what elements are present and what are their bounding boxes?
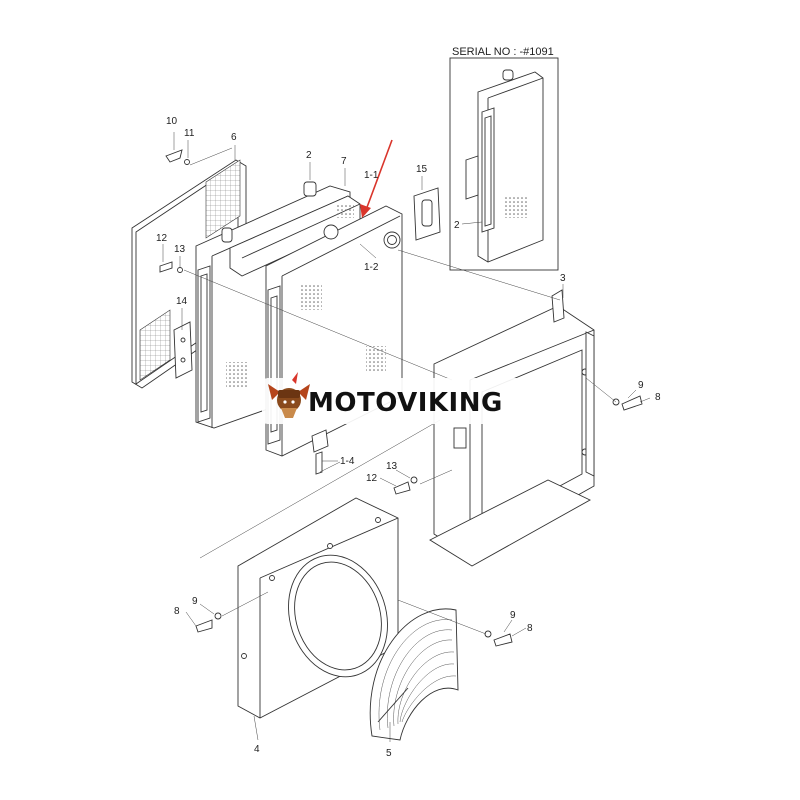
callout-1-2: 1-2 [364, 262, 379, 273]
callout-14: 14 [176, 296, 188, 307]
watermark: MOTOVIKING [262, 372, 534, 424]
fasteners [159, 149, 643, 647]
callout-9-left: 9 [192, 596, 198, 607]
callout-13-mid: 13 [386, 461, 398, 472]
callout-7: 7 [341, 156, 347, 167]
callout-6: 6 [231, 132, 237, 143]
callout-3: 3 [560, 273, 566, 284]
part-15-bracket [413, 187, 441, 241]
callout-8-left: 8 [174, 606, 180, 617]
callout-1-4: 1-4 [340, 456, 355, 467]
callout-15: 15 [416, 164, 428, 175]
callout-2: 2 [306, 150, 312, 161]
callout-10: 10 [166, 116, 178, 127]
callout-5: 5 [386, 748, 392, 759]
callout-13-top: 13 [174, 244, 186, 255]
callout-9-lower: 9 [510, 610, 516, 621]
assembly-lines [183, 249, 617, 635]
viking-helmet-logo [268, 372, 310, 418]
part-5-fan-guard [369, 608, 459, 741]
callout-9-right: 9 [638, 380, 644, 391]
callout-1-1: 1-1 [364, 170, 379, 181]
callout-8-lower: 8 [527, 623, 533, 634]
part-14-bracket [173, 321, 193, 379]
callout-8-right: 8 [655, 392, 661, 403]
callout-12-top: 12 [156, 233, 168, 244]
callout-inset-2: 2 [454, 220, 460, 231]
callout-11: 11 [184, 128, 195, 139]
callout-12-mid: 12 [366, 473, 378, 484]
part-3-frame [429, 289, 595, 567]
watermark-text: MOTOVIKING [308, 388, 503, 418]
red-arrow [360, 139, 393, 218]
part-4-shroud [237, 497, 399, 719]
callout-leaders [162, 132, 651, 742]
callout-labels: 10 11 6 2 7 1-1 15 12 13 1-2 14 3 9 8 1-… [156, 116, 661, 759]
callout-4: 4 [254, 744, 260, 755]
serial-label: SERIAL NO : -#1091 [452, 46, 554, 58]
serial-inset: SERIAL NO : -#1091 2 [449, 46, 559, 271]
